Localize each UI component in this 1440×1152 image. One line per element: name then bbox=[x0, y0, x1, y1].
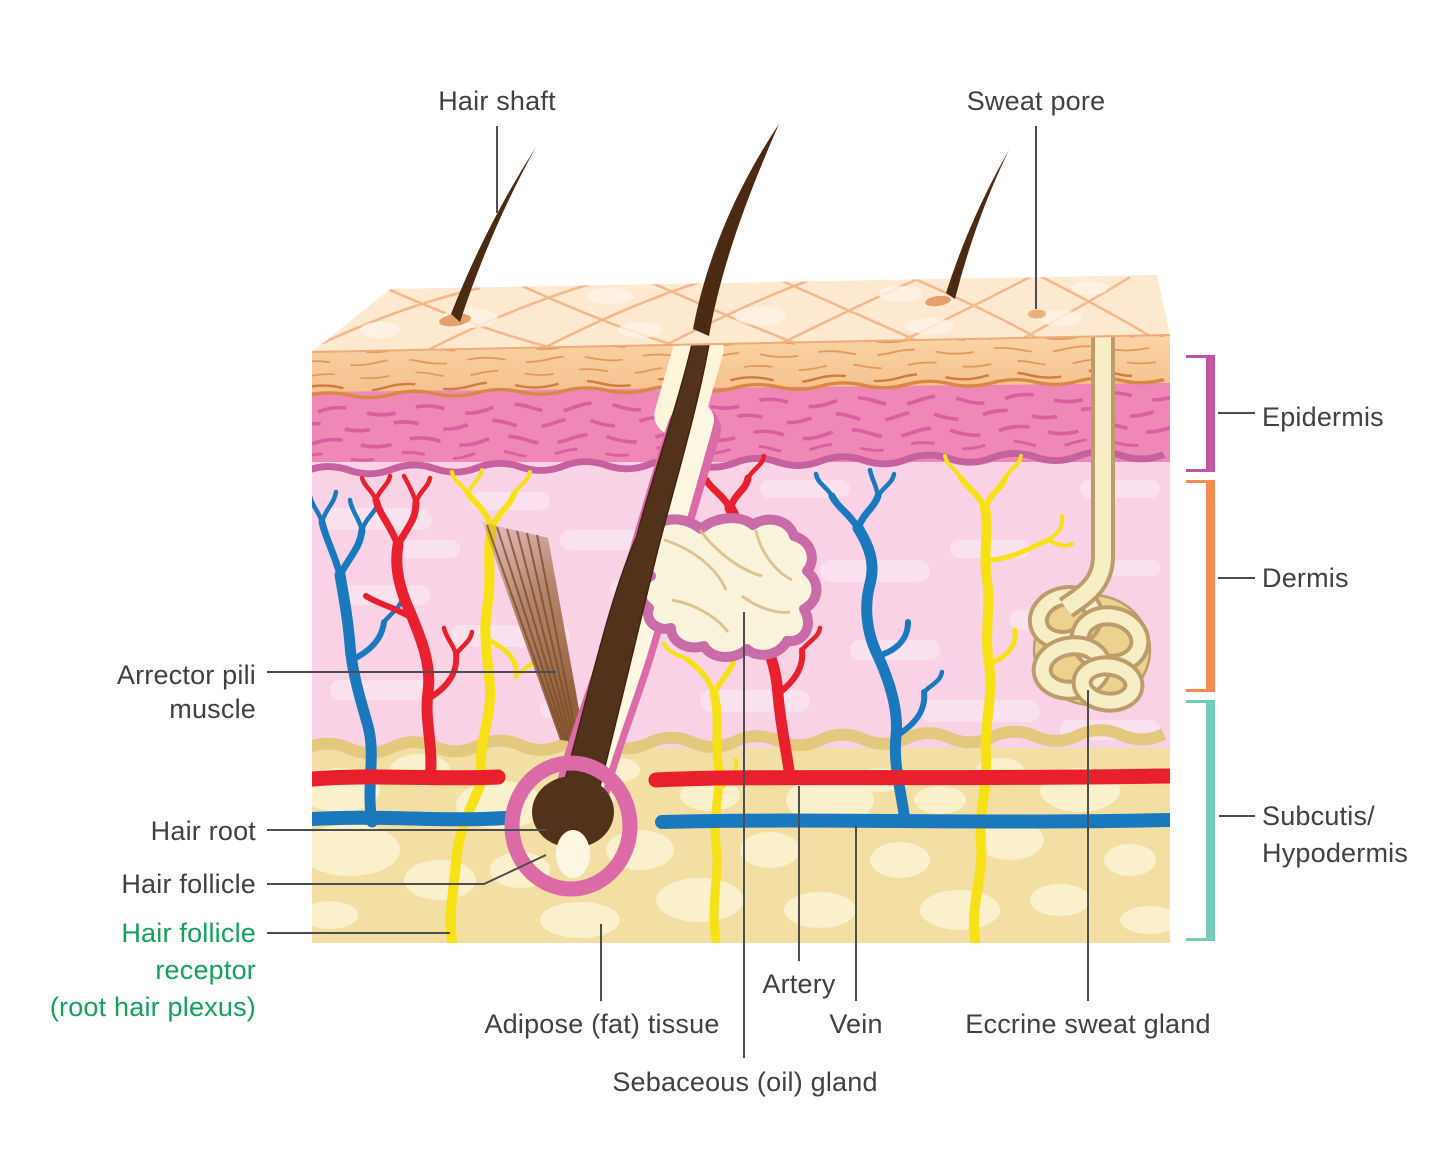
sebaceous-gland bbox=[636, 513, 822, 662]
epidermis-label: Epidermis bbox=[1262, 402, 1384, 432]
hair-shafts bbox=[451, 124, 1009, 336]
dermis-bracket bbox=[1186, 480, 1215, 692]
hair-shaft-left bbox=[451, 147, 536, 322]
hair-shaft-label: Hair shaft bbox=[438, 86, 556, 116]
artery-horizontal bbox=[312, 768, 1170, 788]
nerve-left bbox=[445, 468, 538, 943]
hair-root-and-bulb bbox=[504, 335, 712, 897]
subcutis-label: Subcutis/ Hypodermis bbox=[1262, 798, 1408, 872]
layer-brackets bbox=[1186, 355, 1215, 941]
artery-branch-left bbox=[359, 473, 475, 785]
artery-label: Artery bbox=[762, 969, 836, 999]
adipose-tissue-label: Adipose (fat) tissue bbox=[484, 1009, 720, 1039]
epidermis-layer bbox=[312, 377, 1170, 479]
hair-shaft-main bbox=[693, 124, 779, 336]
vein-label: Vein bbox=[829, 1009, 883, 1039]
vein-branch-right bbox=[813, 467, 945, 827]
arrector-pili-muscle bbox=[482, 522, 585, 746]
subcutis-label-line1: Subcutis/ bbox=[1262, 801, 1375, 831]
eccrine-sweat-gland bbox=[1027, 335, 1152, 713]
sweat-pore-opening bbox=[1028, 309, 1046, 319]
hair-shaft-right bbox=[946, 150, 1009, 299]
eccrine-sweat-gland-label: Eccrine sweat gland bbox=[965, 1009, 1211, 1039]
dermis-label: Dermis bbox=[1262, 563, 1349, 593]
hair-follicle-label: Hair follicle bbox=[121, 869, 256, 899]
subcutis-label-line2: Hypodermis bbox=[1262, 838, 1409, 868]
sweat-pore-label: Sweat pore bbox=[966, 86, 1106, 116]
hair-follicle-receptor-label: Hair follicle receptor (root hair plexus… bbox=[49, 918, 256, 1022]
hair-root-label: Hair root bbox=[150, 816, 256, 846]
sebaceous-gland-label: Sebaceous (oil) gland bbox=[612, 1067, 878, 1097]
nerve-right bbox=[943, 454, 1074, 943]
arrector-pili-label: Arrector pili muscle bbox=[116, 660, 256, 724]
subcutis-bracket bbox=[1186, 700, 1215, 941]
epidermis-bracket bbox=[1186, 355, 1215, 472]
leader-lines bbox=[267, 126, 1255, 1058]
vein-horizontal bbox=[312, 810, 1170, 829]
